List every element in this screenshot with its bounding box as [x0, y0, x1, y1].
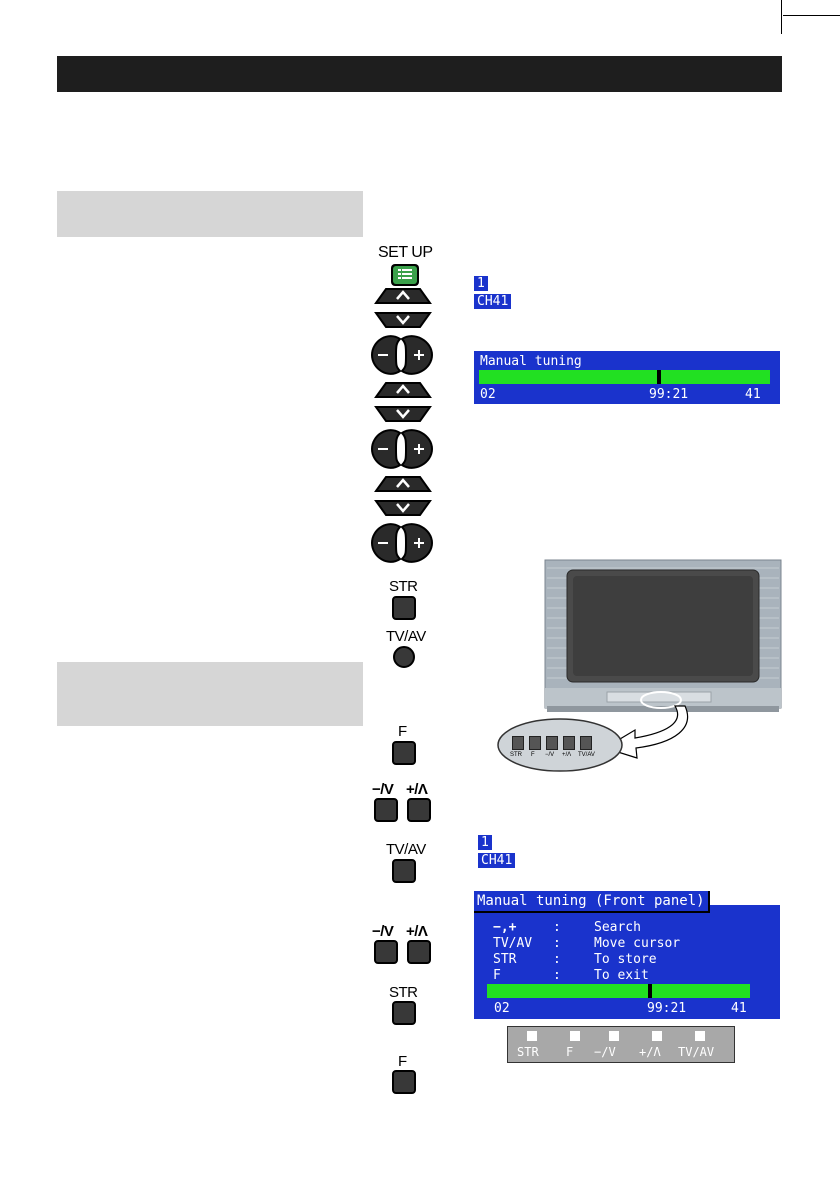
tv-callout-button-4	[563, 736, 575, 750]
legend-key-1: −,+	[493, 920, 517, 935]
front-label-minus-v: −/V	[594, 1045, 616, 1059]
tvav-front-button[interactable]	[392, 859, 416, 883]
osd-program-number-2: 1	[478, 835, 492, 850]
legend-key-4: F	[493, 968, 501, 983]
tuning-cursor	[657, 370, 662, 384]
tv-callout-label-5: TV/AV	[578, 752, 595, 758]
f-button[interactable]	[392, 741, 416, 765]
manual-tuning-panel: Manual tuning 02 99:21 41	[474, 351, 780, 404]
manual-tuning-title: Manual tuning	[480, 354, 582, 369]
tv-callout-label-4: +/Λ	[562, 752, 572, 758]
minus-plus-button-2[interactable]	[370, 427, 434, 473]
setup-button[interactable]	[390, 263, 420, 287]
tv-illustration	[497, 559, 782, 772]
legend-key-3: STR	[493, 952, 517, 967]
front-button-minus-v[interactable]	[609, 1031, 619, 1041]
tvav-button[interactable]	[393, 646, 415, 668]
str-button-label: STR	[389, 578, 418, 595]
front-panel-button-strip: STR F −/V +/Λ TV/AV	[507, 1026, 735, 1063]
front-button-plus-a[interactable]	[652, 1031, 662, 1041]
minus-v-button-label: −/V	[372, 781, 394, 798]
down-button-1[interactable]	[374, 311, 432, 327]
f-front-button-label: F	[398, 1053, 407, 1070]
tv-callout-button-1	[512, 736, 524, 750]
front-tuning-cursor	[648, 984, 653, 998]
front-button-f[interactable]	[570, 1031, 580, 1041]
front-label-tvav: TV/AV	[678, 1045, 715, 1059]
legend-sep-4: :	[553, 968, 561, 983]
str-front-button[interactable]	[392, 1001, 416, 1025]
down-button-3[interactable]	[374, 499, 432, 515]
str-button[interactable]	[392, 596, 416, 620]
osd-channel-label-2: CH41	[478, 853, 516, 868]
osd-program-number: 1	[474, 276, 488, 291]
crop-mark-vertical	[781, 0, 782, 34]
front-tuning-mid-value: 99:21	[647, 1001, 687, 1016]
up-button-1[interactable]	[374, 287, 432, 303]
legend-row-3: STR : To store	[493, 952, 763, 968]
up-button-3[interactable]	[374, 475, 432, 491]
front-label-str: STR	[517, 1045, 539, 1059]
legend-sep-1: :	[553, 920, 561, 935]
up-button-2[interactable]	[374, 381, 432, 397]
front-button-tvav[interactable]	[695, 1031, 705, 1041]
legend-row-2: TV/AV : Move cursor	[493, 936, 763, 952]
front-tuning-progress-bar	[487, 984, 750, 998]
legend-desc-4: To exit	[594, 968, 649, 983]
grey-section-box-bottom	[57, 662, 363, 726]
tuning-mid-value: 99:21	[649, 387, 689, 402]
tv-callout-button-3	[546, 736, 558, 750]
tv-callout-label-3: −/V	[545, 752, 555, 758]
tv-callout-buttons: STR F −/V +/Λ TV/AV	[510, 736, 612, 762]
front-tuning-left-value: 02	[494, 1001, 510, 1016]
tvav-front-button-label: TV/AV	[386, 841, 426, 858]
tv-callout-button-5	[580, 736, 592, 750]
setup-button-label: SET UP	[378, 244, 433, 261]
osd-channel-label: CH41	[474, 294, 512, 309]
front-tuning-right-value: 41	[731, 1001, 747, 1016]
tuning-progress-bar	[479, 370, 770, 384]
grey-section-box-top	[57, 191, 363, 237]
str-front-button-label: STR	[389, 984, 418, 1001]
f-button-label: F	[398, 723, 407, 740]
minus-v-front-button-label: −/V	[372, 923, 394, 940]
front-label-plus-a: +/Λ	[639, 1045, 661, 1059]
legend-desc-1: Search	[594, 920, 641, 935]
down-button-2[interactable]	[374, 405, 432, 421]
front-panel-tuning-title-box: Manual tuning (Front panel)	[474, 891, 710, 913]
section-header-bar	[57, 56, 782, 92]
legend-sep-3: :	[553, 952, 561, 967]
minus-plus-button-1[interactable]	[370, 333, 434, 379]
legend-row-1: −,+ : Search	[493, 920, 763, 936]
legend-sep-2: :	[553, 936, 561, 951]
tv-callout-button-2	[529, 736, 541, 750]
plus-a-front-button[interactable]	[407, 940, 431, 964]
legend-desc-2: Move cursor	[594, 936, 681, 951]
tuning-left-value: 02	[480, 387, 496, 402]
crop-mark-horizontal	[783, 15, 840, 16]
front-label-f: F	[566, 1045, 574, 1059]
front-panel-legend: −,+ : Search TV/AV : Move cursor STR : T…	[493, 920, 763, 984]
tuning-right-value: 41	[745, 387, 761, 402]
front-panel-tuning-title: Manual tuning (Front panel)	[477, 893, 705, 909]
minus-v-front-button[interactable]	[374, 940, 398, 964]
front-panel-tuning-panel	[474, 905, 780, 1019]
f-front-button[interactable]	[392, 1070, 416, 1094]
minus-v-button[interactable]	[374, 798, 398, 822]
tv-callout-label-2: F	[531, 752, 535, 758]
minus-plus-button-3[interactable]	[370, 521, 434, 567]
front-button-str[interactable]	[527, 1031, 537, 1041]
plus-a-button[interactable]	[407, 798, 431, 822]
plus-a-front-button-label: +/Λ	[406, 923, 428, 940]
legend-key-2: TV/AV	[493, 936, 533, 951]
tv-callout-label-1: STR	[510, 752, 522, 758]
legend-row-4: F : To exit	[493, 968, 763, 984]
tvav-button-label: TV/AV	[386, 628, 426, 645]
plus-a-button-label: +/Λ	[406, 781, 428, 798]
legend-desc-3: To store	[594, 952, 657, 967]
